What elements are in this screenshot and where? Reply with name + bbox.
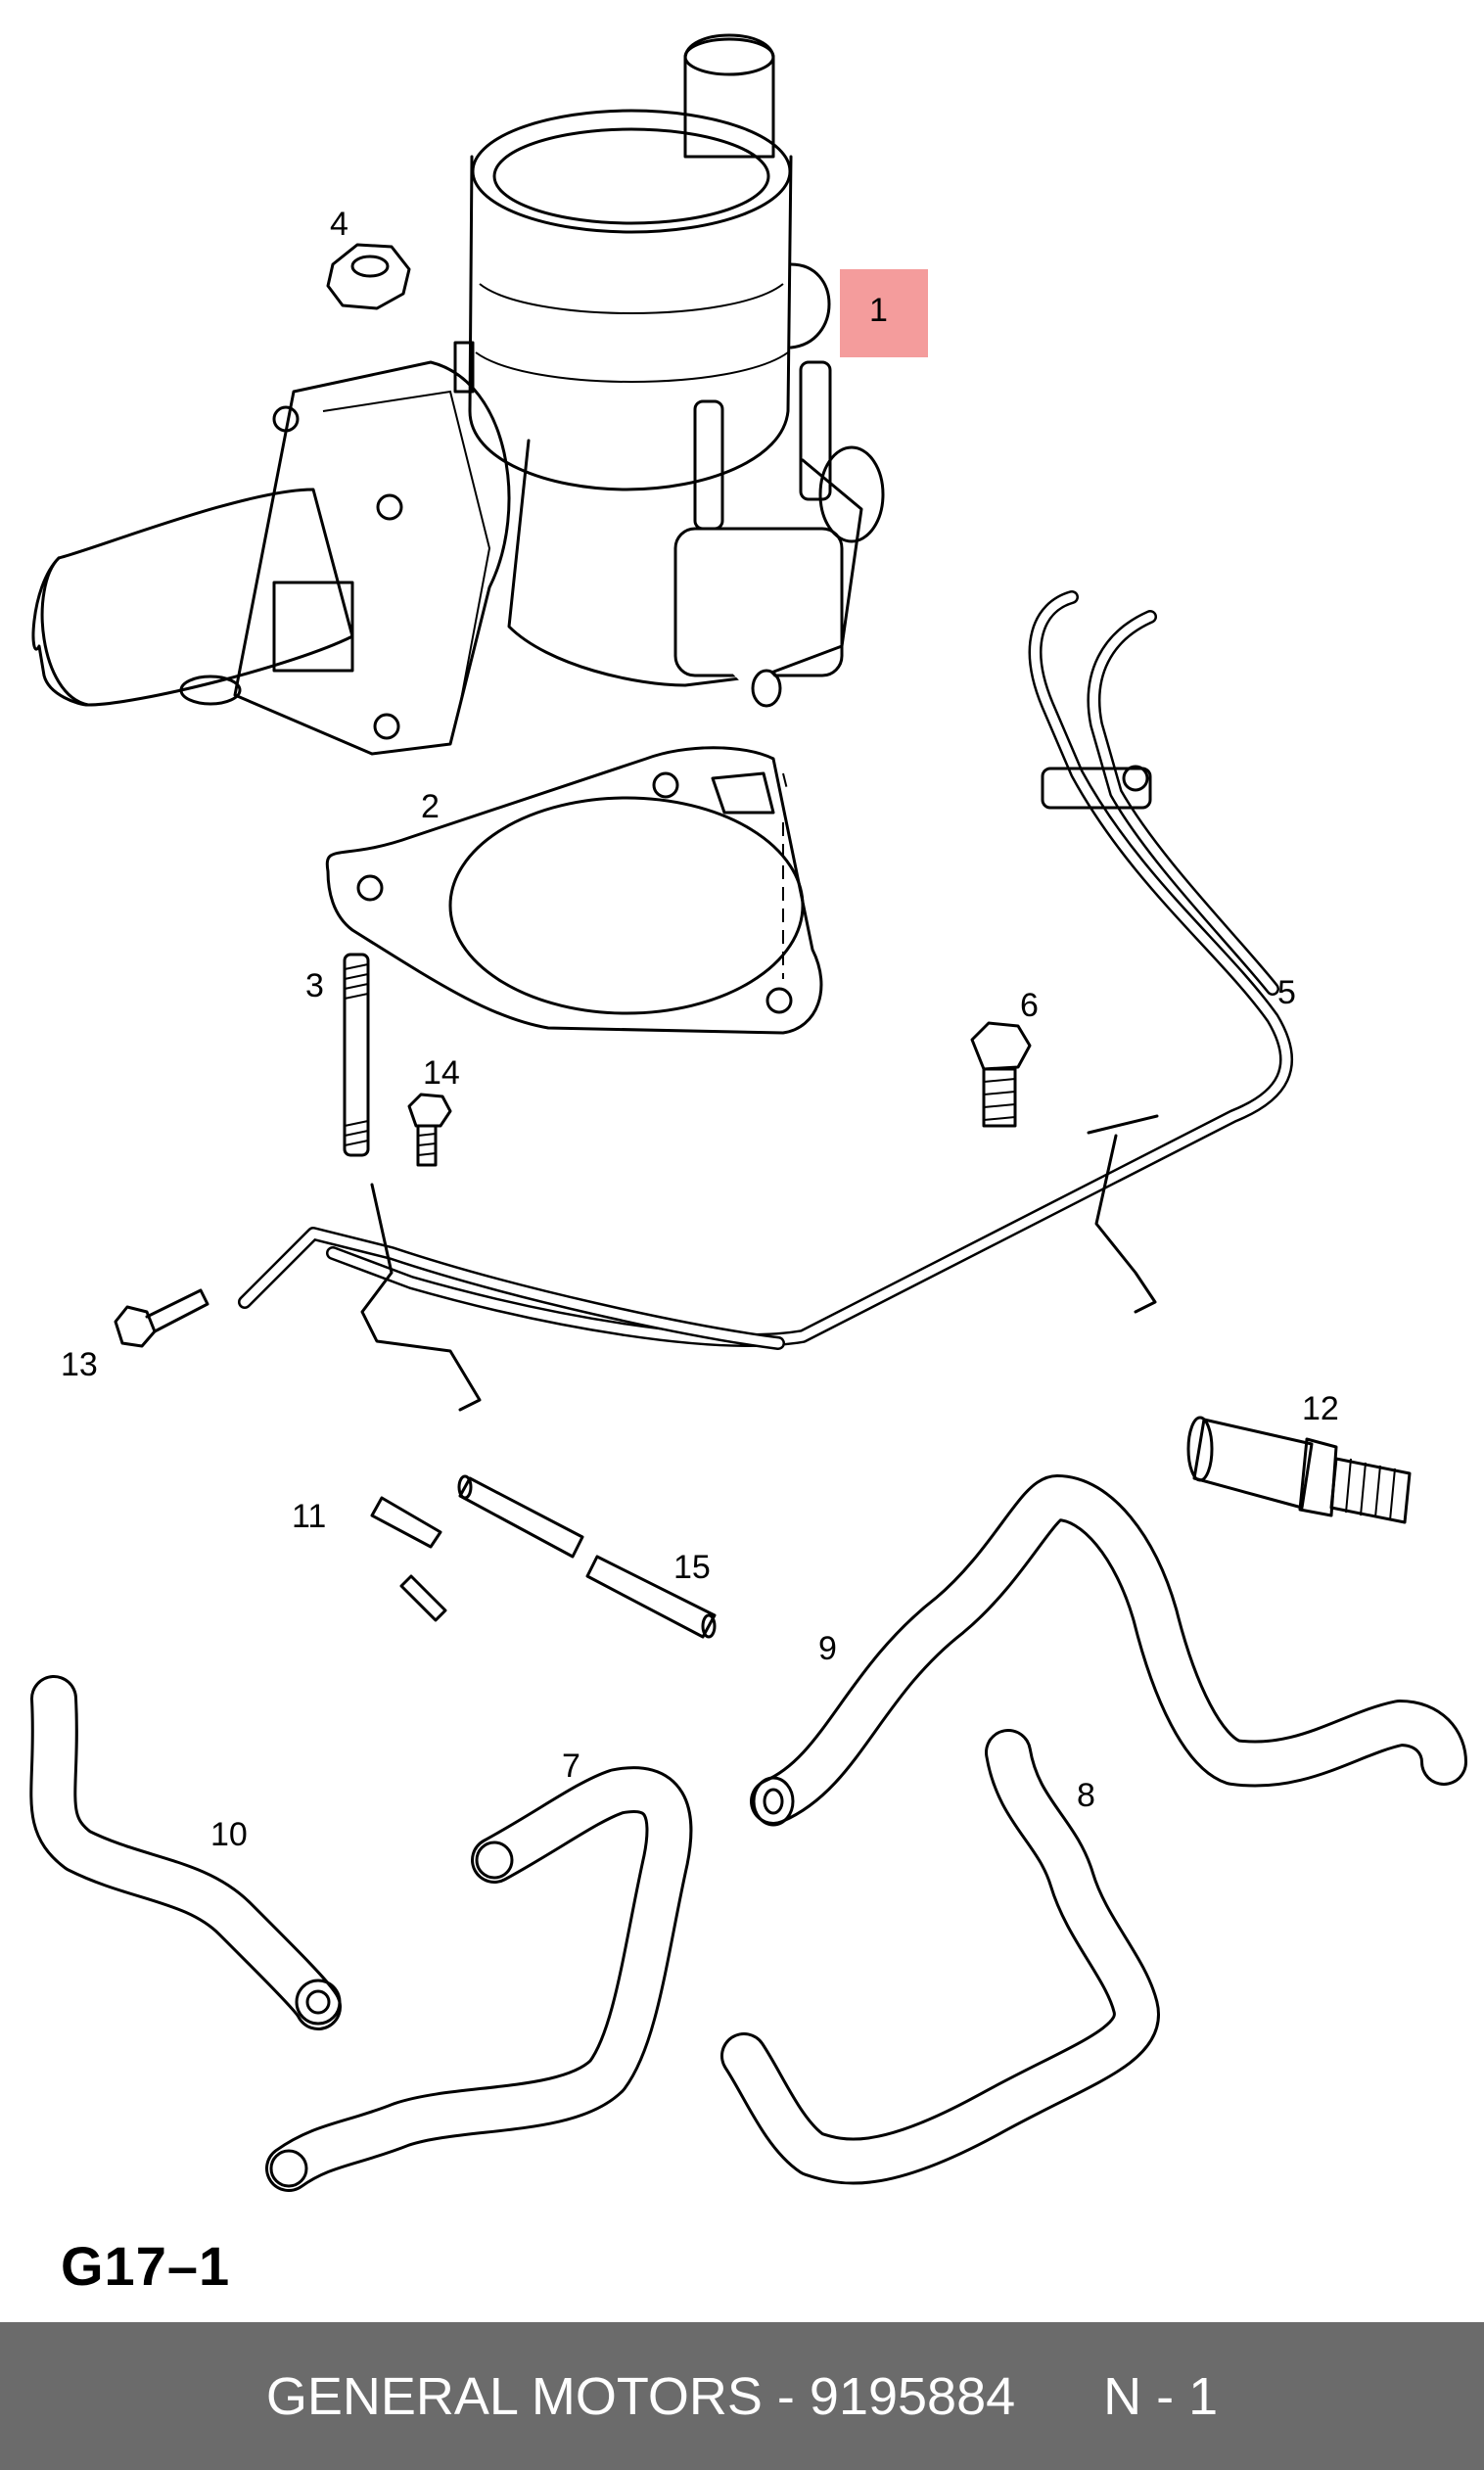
part-1-highlight: [840, 269, 928, 357]
bolt-icon: [970, 1021, 1032, 1128]
callout-9: 9: [818, 1630, 837, 1667]
connector-icon: [1186, 1416, 1412, 1524]
nut-icon: [326, 243, 411, 310]
callout-11: 11: [292, 1498, 326, 1535]
callout-7: 7: [562, 1748, 580, 1785]
coolant-pipe-icon: [238, 590, 1294, 1412]
stud-icon: [343, 953, 370, 1157]
bolt-icon: [114, 1288, 209, 1348]
callout-10: 10: [210, 1816, 248, 1853]
hose-icon: [29, 1675, 342, 2030]
diagram-code: G17–1: [61, 2235, 231, 2297]
hose-icon: [265, 1766, 693, 2192]
callout-5: 5: [1277, 974, 1296, 1011]
hose-clamp-icon: [328, 1496, 451, 1625]
callout-14: 14: [423, 1054, 460, 1092]
bolt-icon: [407, 1093, 452, 1167]
callout-15: 15: [673, 1549, 711, 1586]
hose-icon: [750, 1474, 1467, 1827]
footer-text: GENERAL MOTORS - 9195884 N - 1: [265, 2366, 1219, 2426]
callout-2: 2: [421, 788, 440, 825]
parts-diagram: 1 2 3 4 5 6 7 8 9 10 11 12 13 14 15: [29, 33, 1467, 2192]
callout-6: 6: [1020, 987, 1039, 1024]
callout-12: 12: [1302, 1390, 1339, 1427]
footer-bar: GENERAL MOTORS - 9195884 N - 1: [0, 2322, 1484, 2470]
gasket-icon: [325, 746, 823, 1035]
callout-8: 8: [1077, 1777, 1095, 1814]
throttle-body-icon: [31, 33, 928, 756]
callout-4: 4: [330, 206, 348, 243]
callout-3: 3: [305, 967, 324, 1004]
callout-1: 1: [869, 292, 888, 329]
hose-icon: [720, 1729, 1160, 2185]
hose-cut-icon: [457, 1474, 717, 1639]
callout-13: 13: [61, 1346, 98, 1383]
